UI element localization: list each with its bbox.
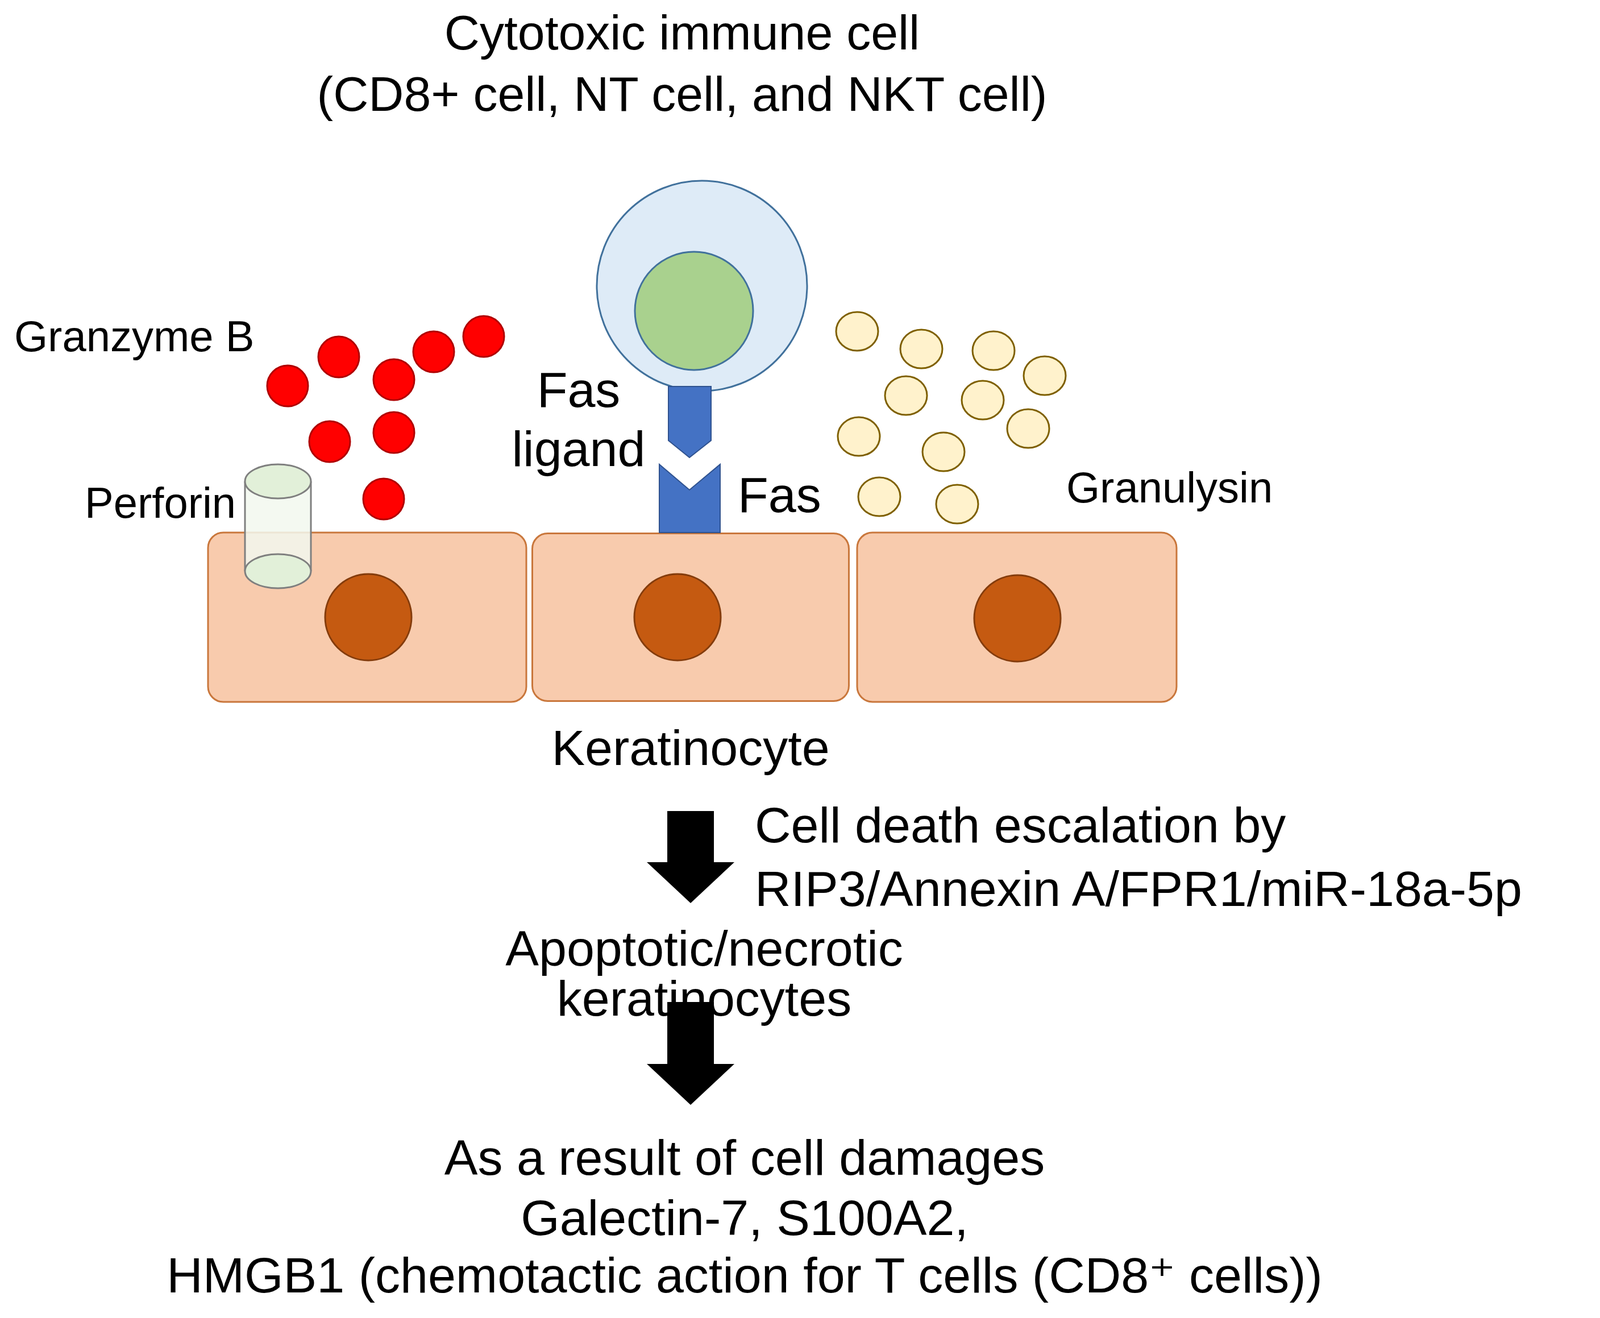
molecule-label: Fas ligand [493, 360, 664, 479]
molecule-label: Granulysin [1066, 464, 1273, 511]
granzyme-granules [267, 316, 505, 520]
pore-top [244, 464, 311, 499]
cell-nucleus [634, 574, 721, 661]
cell-nucleus [325, 574, 412, 661]
granzyme-granule [363, 478, 405, 520]
immune-cell-nucleus [634, 251, 754, 371]
result-heading: As a result of cell damages [90, 1127, 1399, 1188]
cell-subheading: (CD8+ cell, NT cell, and NKT cell) [255, 63, 1109, 125]
granulysin-granule [858, 477, 901, 517]
result-text: HMGB1 (chemotactic action for T cells (C… [90, 1245, 1399, 1306]
granulysin-granule [836, 312, 879, 351]
keratinocyte-cell [532, 533, 850, 702]
pore-bottom [244, 554, 311, 589]
step-text: Apoptotic/necrotic keratinocytes [426, 923, 955, 1024]
granulysin-granule [900, 329, 943, 369]
granzyme-granule [267, 365, 309, 407]
granulysin-granule [936, 484, 979, 524]
granzyme-granule [373, 412, 415, 454]
pore-body [244, 481, 311, 572]
cell-heading: Cytotoxic immune cell [255, 1, 1109, 64]
granulysin-granule [1007, 409, 1050, 448]
granzyme-granule [463, 316, 505, 357]
cell-label: Keratinocyte [531, 722, 850, 774]
granzyme-granule [413, 331, 455, 373]
molecule-label: Perforin [84, 480, 236, 526]
immune-cell: Cytotoxic immune cell(CD8+ cell, NT cell… [255, 0, 1109, 398]
pore-side [244, 481, 247, 572]
granzyme-granule [309, 421, 351, 463]
granulysin-granule [922, 432, 965, 472]
granulysin-granule [884, 376, 928, 415]
granulysin-granules [836, 312, 1066, 524]
cell-nucleus [974, 575, 1061, 662]
molecule-label: Granzyme B [14, 313, 255, 360]
granzyme-granule [373, 359, 415, 401]
result-step: As a result of cell damagesGalectin-7, S… [90, 1104, 1399, 1310]
flow-arrow [646, 1002, 735, 1105]
keratinocyte-box: Keratinocyte [531, 532, 850, 812]
immune-cell-body [596, 180, 808, 392]
result-text: Galectin-7, S100A2, [90, 1187, 1399, 1249]
molecule-label: Fas [737, 468, 822, 522]
granulysin-granule [961, 380, 1004, 420]
process-step: Apoptotic/necrotic keratinocytes [426, 903, 955, 1003]
granulysin-granule [972, 331, 1015, 371]
keratinocyte-cell [857, 532, 1177, 702]
flow-arrow [646, 811, 735, 904]
perforin-pore [244, 464, 311, 589]
granulysin-granule [837, 417, 880, 456]
fas-receptor-symbol [659, 464, 721, 533]
granzyme-granule [318, 336, 360, 378]
pore-side [310, 481, 313, 572]
edge-label: Cell death escalation by RIP3/Annexin A/… [754, 793, 1597, 921]
fas-ligand-symbol [668, 386, 712, 458]
keratinocyte-cell [208, 532, 527, 702]
cell-outline [531, 532, 850, 704]
granulysin-granule [1023, 356, 1066, 396]
